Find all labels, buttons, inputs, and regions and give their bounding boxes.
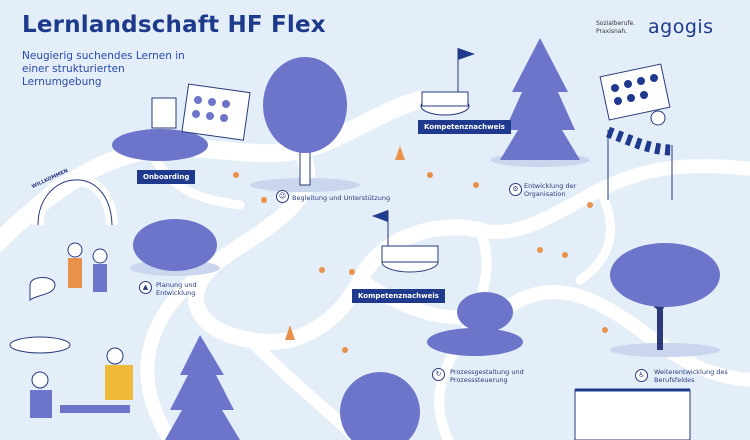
wheelchair-icon: ♿ (635, 369, 648, 382)
badge-onboarding[interactable]: Onboarding (137, 170, 196, 184)
badge-kompetenz-top[interactable]: Kompetenznachweis (418, 120, 511, 134)
fir-tree-organisation (490, 38, 590, 167)
bush-planung (130, 219, 220, 276)
person-icon: ☺ (276, 190, 289, 203)
label-prozess: Prozessgestaltung und Prozesssteuerung (450, 368, 524, 384)
label-planung: Planung und Entwicklung (156, 281, 197, 297)
process-icon: ↻ (432, 368, 445, 381)
page-title: Lernlandschaft HF Flex (22, 12, 326, 38)
finish-line (599, 63, 673, 200)
people-group (9, 242, 133, 418)
chart-icon: ▲ (139, 281, 152, 294)
label-begleitung: Begleitung und Unterstützung (292, 194, 391, 202)
badge-kompetenz-mid[interactable]: Kompetenznachweis (352, 289, 445, 303)
gear-icon: ⚙ (509, 183, 522, 196)
tree-weiterentwicklung (610, 243, 720, 357)
brand-logo: agogis (648, 16, 714, 38)
brand-tagline: Sozialberufe. Praxisnah. (596, 20, 636, 35)
label-weiterentwicklung: Weiterentwicklung des Berufsfeldes (654, 368, 728, 384)
label-entwicklung-org: Entwicklung der Organisation (524, 182, 577, 198)
bush-prozess (427, 292, 523, 356)
tree-begleitung (250, 57, 360, 192)
page-subtitle: Neugierig suchendes Lernen in einer stru… (22, 50, 185, 88)
welcome-arch (32, 174, 118, 226)
